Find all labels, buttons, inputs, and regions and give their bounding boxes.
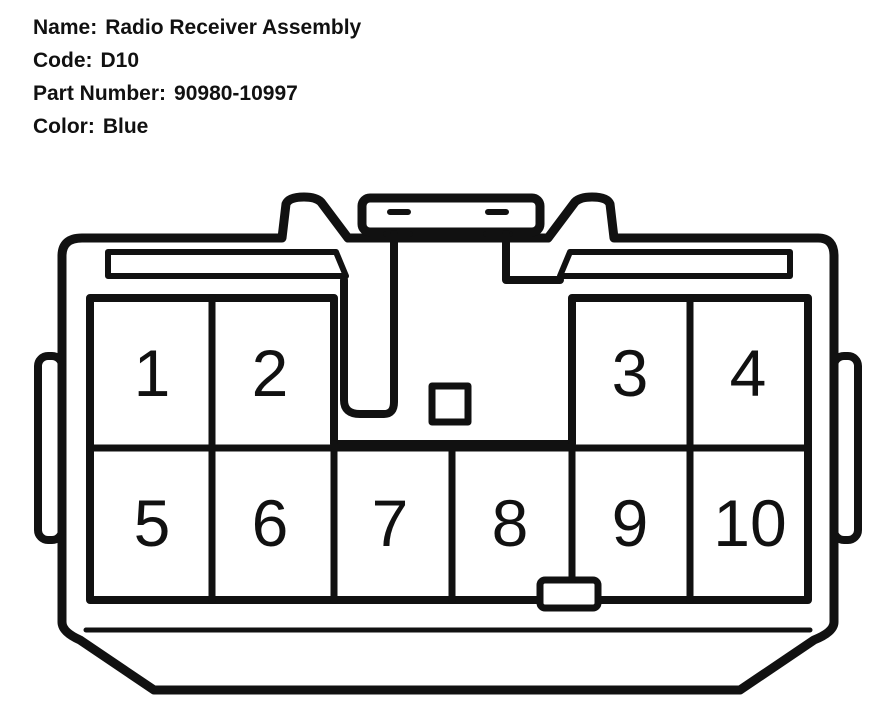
connector-info: Name: Radio Receiver Assembly Code: D10 Pa… (33, 11, 361, 143)
pin-4: 4 (730, 336, 767, 410)
pin-2: 2 (252, 336, 289, 410)
top-key (357, 193, 545, 237)
top-key-divider (383, 209, 513, 237)
pin-5: 5 (134, 486, 171, 560)
pin-6: 6 (252, 486, 289, 560)
color-value: Blue (102, 115, 149, 138)
pin-7: 7 (372, 486, 409, 560)
cavity-frame (86, 294, 812, 604)
code-label: Code: (33, 49, 93, 72)
pin-8: 8 (492, 486, 529, 560)
pin-1: 1 (134, 336, 171, 410)
key-channel (340, 230, 564, 418)
pin-10: 10 (713, 486, 786, 560)
color-row: Color: Blue (33, 110, 361, 143)
polarization-key (428, 382, 472, 426)
pin-3: 3 (612, 336, 649, 410)
name-label: Name: (33, 16, 98, 39)
part-number-row: Part Number: 90980-10997 (33, 77, 361, 110)
bottom-lock (536, 576, 602, 612)
cell-dividers (86, 294, 812, 604)
right-latch (830, 352, 862, 544)
code-row: Code: D10 (33, 44, 361, 77)
left-latch (34, 352, 66, 544)
inner-top-rail (105, 249, 793, 279)
name-value: Radio Receiver Assembly (105, 16, 362, 39)
color-label: Color: (33, 115, 95, 138)
part-number-label: Part Number: (33, 82, 167, 105)
code-value: D10 (100, 49, 140, 72)
name-row: Name: Radio Receiver Assembly (33, 11, 361, 44)
pin-9: 9 (612, 486, 649, 560)
part-number-value: 90980-10997 (174, 82, 298, 105)
connector-housing-outline (57, 192, 839, 695)
